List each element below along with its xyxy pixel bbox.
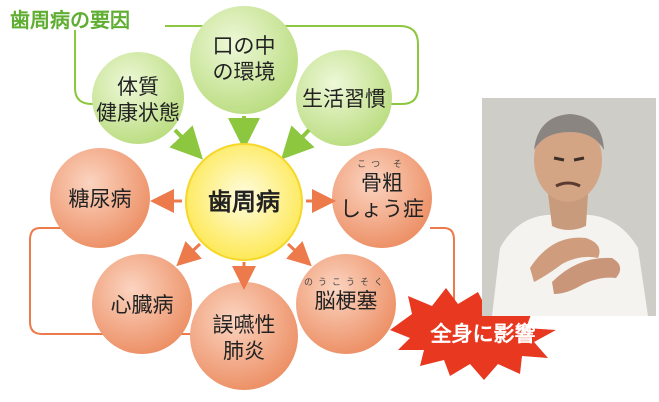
center-label: 歯周病 [208, 188, 280, 216]
factor-label-mouth-line1: 口の中 [212, 34, 276, 58]
factor-circle-body [92, 52, 184, 144]
factor-label-mouth: 口の中 の環境 [200, 33, 288, 85]
factor-label-body-line2: 健康状態 [96, 101, 180, 125]
factor-label-body-line1: 体質 [117, 75, 159, 99]
factor-circle-habit [296, 50, 392, 146]
disease-ruby-osteoporosis: こつ そ [357, 160, 407, 170]
disease-ruby-stroke: のうこうそく [303, 278, 388, 288]
disease-label-stroke-line1: 脳梗塞 [314, 289, 378, 313]
factor-label-habit: 生活習慣 [296, 86, 392, 112]
disease-label-heart-line1: 心臓病 [110, 293, 174, 317]
arrow-center-to-heart [176, 241, 202, 267]
disease-label-osteoporosis: こつ そ 骨粗 しょう症 [334, 160, 430, 222]
disease-circle-osteoporosis [332, 148, 432, 248]
disease-label-stroke: のうこうそく 脳梗塞 [302, 278, 390, 314]
disease-label-diabetes-line1: 糖尿病 [68, 187, 132, 211]
disease-circle-heart [92, 254, 192, 354]
factor-label-habit-line1: 生活習慣 [302, 87, 386, 111]
disease-label-pneumonia-line1: 誤嚥性 [212, 313, 276, 337]
disease-label-osteoporosis-line1: 骨粗 [361, 171, 403, 195]
factor-label-body: 体質 健康状態 [94, 74, 182, 126]
factor-circle-mouth [190, 6, 298, 114]
arrow-body-to-center [169, 125, 203, 160]
patient-photo [482, 98, 656, 316]
impact-burst-label: 全身に影響 [430, 322, 536, 346]
impact-burst-shape [390, 288, 556, 380]
disease-label-diabetes: 糖尿病 [56, 186, 144, 212]
disease-circle-diabetes [50, 148, 150, 248]
factor-frame-line [74, 25, 419, 105]
disease-frame-line [29, 227, 455, 335]
factor-label-mouth-line2: の環境 [212, 60, 276, 84]
disease-label-osteoporosis-line2: しょう症 [340, 197, 424, 221]
diagram-title: 歯周病の要因 [10, 8, 130, 32]
disease-label-heart: 心臓病 [98, 292, 186, 318]
disease-label-pneumonia-line2: 肺炎 [223, 339, 265, 363]
disease-label-pneumonia: 誤嚥性 肺炎 [200, 312, 288, 364]
center-circle [185, 143, 303, 261]
disease-circle-pneumonia [190, 282, 298, 390]
arrow-habit-to-center [281, 125, 315, 160]
disease-circle-stroke [296, 254, 396, 354]
arrow-center-to-stroke [286, 241, 312, 267]
